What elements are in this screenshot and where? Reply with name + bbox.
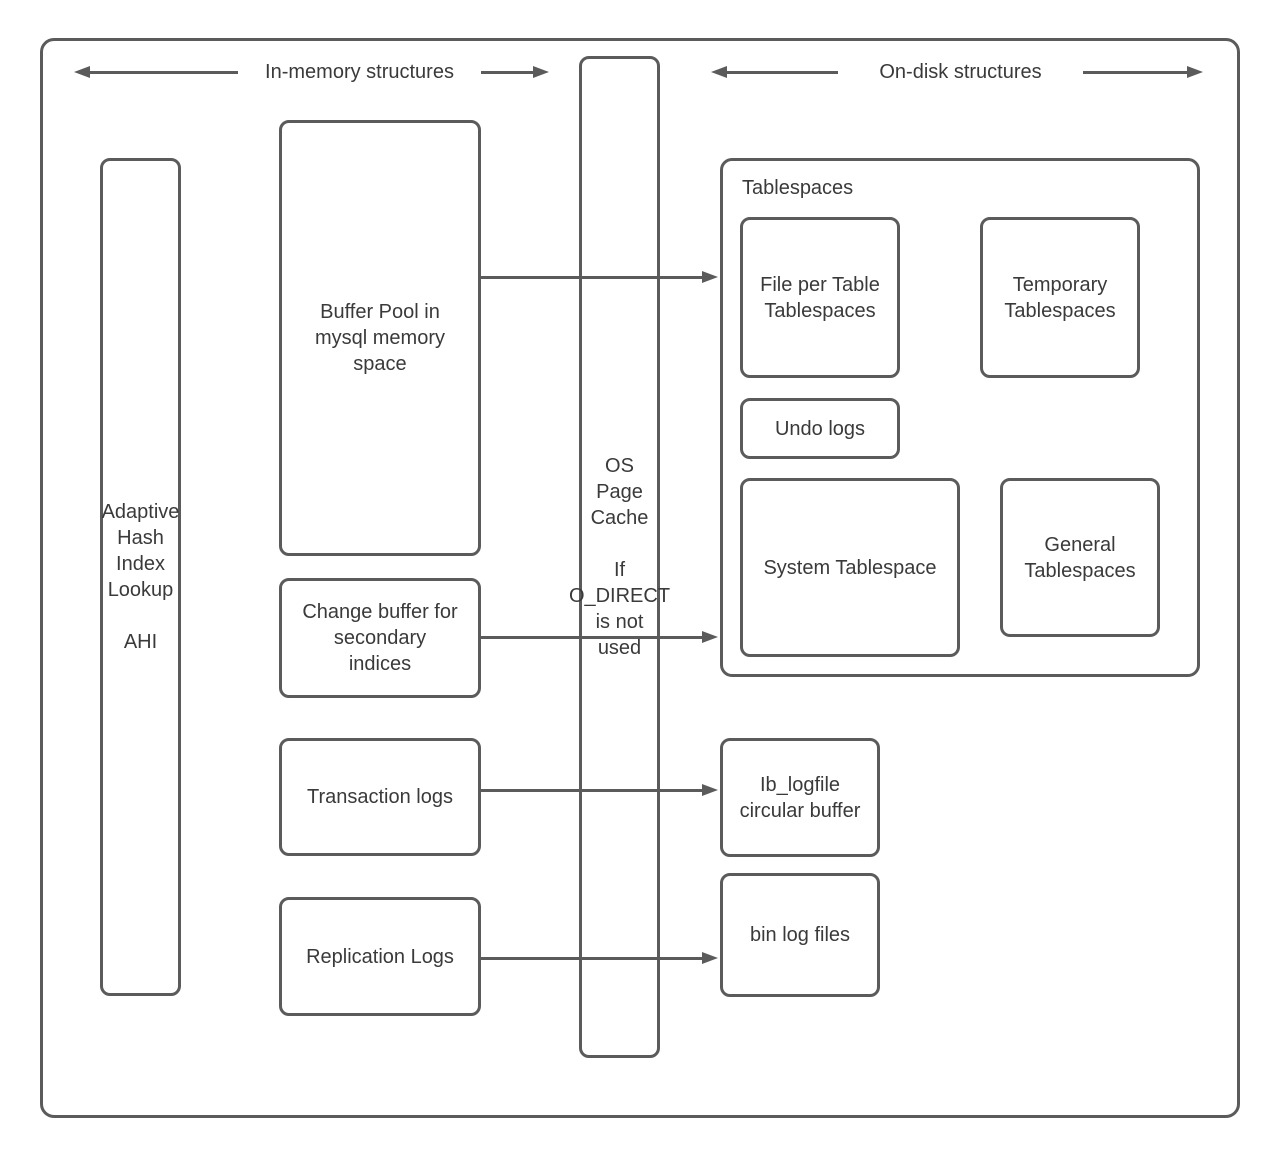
- buffer-pool-to-tablespaces-arrow-line: [481, 276, 704, 279]
- change-buffer-to-tablespaces-arrow-line: [481, 636, 704, 639]
- arrowhead-right-icon: [702, 784, 718, 796]
- undo-logs-label: Undo logs: [774, 417, 866, 440]
- general-tablespaces-node: General Tablespaces: [1000, 478, 1160, 637]
- diagram-border: [40, 38, 1240, 1118]
- buffer-pool-node: Buffer Pool in mysql memory space: [279, 120, 481, 556]
- arrowhead-right-icon: [702, 631, 718, 643]
- arrowhead-left-icon: [711, 66, 727, 78]
- temporary-tablespaces-node: Temporary Tablespaces: [980, 217, 1140, 378]
- bin-log-files-label: bin log files: [749, 924, 851, 946]
- temporary-tablespaces-label: Temporary Tablespaces: [1004, 273, 1116, 322]
- transaction-logs-to-ib-logfile-arrow-line: [481, 789, 704, 792]
- on-disk-arrow-line-right: [1083, 71, 1187, 74]
- general-tablespaces-label: General Tablespaces: [1024, 533, 1136, 582]
- arrowhead-right-icon: [702, 271, 718, 283]
- arrowhead-right-icon: [533, 66, 549, 78]
- buffer-pool-label: Buffer Pool in mysql memory space: [314, 301, 445, 375]
- arrowhead-left-icon: [74, 66, 90, 78]
- replication-logs-node: Replication Logs: [279, 897, 481, 1016]
- arrowhead-right-icon: [702, 952, 718, 964]
- transaction-logs-node: Transaction logs: [279, 738, 481, 856]
- system-tablespace-node: System Tablespace: [740, 478, 960, 657]
- adaptive-hash-index-label: Adaptive Hash Index Lookup AHI: [101, 501, 180, 653]
- bin-log-files-node: bin log files: [720, 873, 880, 997]
- in-memory-structures-label: In-memory structures: [265, 61, 454, 83]
- in-memory-arrow-line-left: [89, 71, 238, 74]
- file-per-table-tablespaces-node: File per Table Tablespaces: [740, 217, 900, 378]
- os-page-cache-label: OS Page Cache If O_DIRECT is not used: [568, 455, 671, 659]
- on-disk-arrow-line-left: [726, 71, 838, 74]
- ib-logfile-node: Ib_logfile circular buffer: [720, 738, 880, 857]
- tablespaces-group-label: Tablespaces: [742, 177, 854, 199]
- transaction-logs-label: Transaction logs: [307, 786, 453, 808]
- undo-logs-node: Undo logs: [740, 398, 900, 459]
- on-disk-structures-label: On-disk structures: [879, 61, 1042, 83]
- in-memory-arrow-line-right: [481, 71, 533, 74]
- tablespaces-group: Tablespaces: [720, 158, 1200, 677]
- replication-logs-label: Replication Logs: [306, 945, 454, 968]
- system-tablespace-label: System Tablespace: [763, 556, 937, 579]
- ib-logfile-label: Ib_logfile circular buffer: [739, 773, 861, 822]
- file-per-table-tablespaces-label: File per Table Tablespaces: [760, 273, 880, 322]
- change-buffer-node: Change buffer for secondary indices: [279, 578, 481, 698]
- change-buffer-label: Change buffer for secondary indices: [302, 601, 458, 675]
- adaptive-hash-index-node: Adaptive Hash Index Lookup AHI: [100, 158, 181, 996]
- arrowhead-right-icon: [1187, 66, 1203, 78]
- os-page-cache-node: OS Page Cache If O_DIRECT is not used: [569, 56, 670, 1058]
- replication-logs-to-bin-log-arrow-line: [481, 957, 704, 960]
